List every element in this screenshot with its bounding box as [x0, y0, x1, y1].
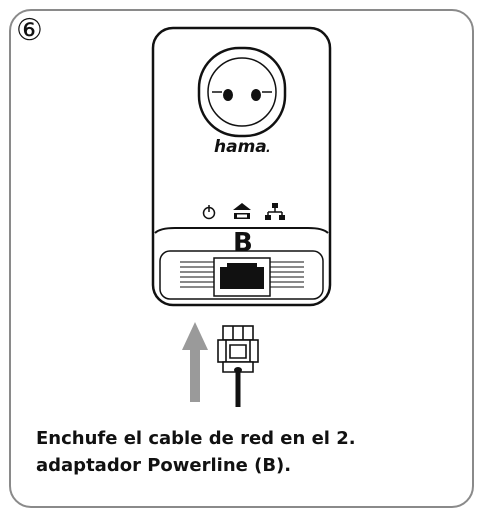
- brand-logo: hama: [214, 137, 267, 157]
- network-icon: [265, 203, 285, 220]
- brand-logo-suffix: .: [266, 141, 271, 155]
- powerline-icon: [233, 203, 251, 219]
- socket-pin-hole: [251, 89, 261, 101]
- rj45-plug: [217, 325, 259, 373]
- up-arrow-icon: [182, 322, 208, 402]
- power-icon: [202, 205, 216, 220]
- instruction-caption: Enchufe el cable de red en el 2. adaptad…: [36, 425, 456, 479]
- ethernet-port: [213, 257, 271, 297]
- adapter-letter: B: [233, 228, 253, 258]
- network-cable: [234, 367, 242, 407]
- socket-pin-hole: [223, 89, 233, 101]
- vent-lines: [180, 261, 304, 288]
- step-number: ⑥: [16, 13, 43, 48]
- caption-line-2: adaptador Powerline (B).: [36, 455, 292, 476]
- caption-line-1: Enchufe el cable de red en el 2.: [36, 428, 356, 449]
- socket: [197, 46, 287, 138]
